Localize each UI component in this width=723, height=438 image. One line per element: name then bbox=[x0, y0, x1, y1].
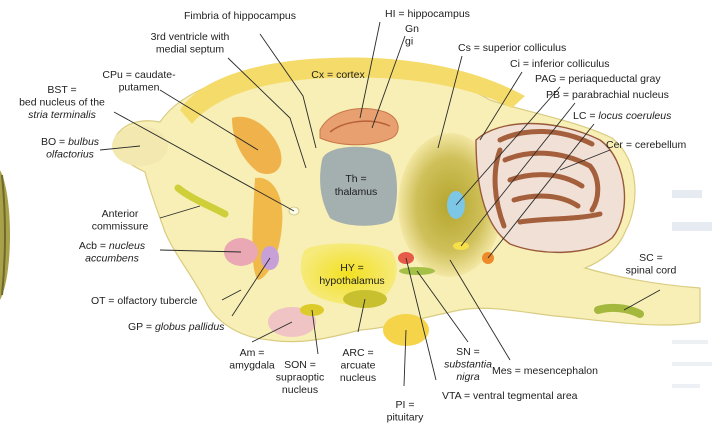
label-cs: Cs = superior colliculus bbox=[458, 42, 566, 54]
label-line: accumbens bbox=[85, 253, 139, 265]
label-pb: PB = parabrachial nucleus bbox=[546, 89, 669, 101]
label-cpu: CPu = caudate-putamen bbox=[102, 69, 176, 94]
label-vta: VTA = ventral tegmental area bbox=[442, 390, 578, 402]
label-line: gi bbox=[405, 36, 413, 48]
svg-text:Th =: Th = bbox=[345, 173, 366, 185]
cerebellum-region bbox=[476, 124, 625, 253]
label-line: bed nucleus of the bbox=[19, 97, 105, 109]
label-line: nucleus bbox=[282, 384, 318, 396]
label-line: 3rd ventricle with bbox=[151, 31, 230, 43]
label-line: PB = parabrachial nucleus bbox=[546, 89, 669, 101]
label-mes: Mes = mesencephalon bbox=[492, 365, 598, 377]
label-line: VTA = ventral tegmental area bbox=[442, 390, 578, 402]
adjacent-figure-edge bbox=[0, 165, 10, 305]
label-line: Anterior bbox=[102, 208, 139, 220]
label-line: SC = bbox=[639, 252, 663, 264]
label-line: stria terminalis bbox=[28, 109, 96, 121]
label-line: Cer = cerebellum bbox=[606, 139, 686, 151]
label-line: substantia bbox=[444, 359, 492, 371]
label-hi: HI = hippocampus bbox=[385, 8, 470, 20]
label-line: HI = hippocampus bbox=[385, 8, 470, 20]
label-line: Cs = superior colliculus bbox=[458, 42, 566, 54]
label-pi: PI =pituitary bbox=[387, 399, 425, 424]
label-line: commissure bbox=[92, 221, 149, 233]
label-line: PI = bbox=[396, 399, 415, 411]
label-line: ARC = bbox=[342, 347, 373, 359]
label-line: Mes = mesencephalon bbox=[492, 365, 598, 377]
label-line: Gn bbox=[405, 23, 419, 35]
label-line: olfactorius bbox=[46, 149, 95, 161]
label-line: amygdala bbox=[229, 360, 275, 372]
label-line: BO = bulbus bbox=[41, 136, 100, 148]
label-pag: PAG = periaqueductal gray bbox=[535, 73, 661, 85]
label-am: Am =amygdala bbox=[229, 347, 275, 372]
svg-text:HY =: HY = bbox=[340, 262, 363, 274]
svg-text:hypothalamus: hypothalamus bbox=[319, 275, 384, 287]
label-line: pituitary bbox=[387, 412, 425, 424]
label-line: Am = bbox=[240, 347, 265, 359]
label-line: Fimbria of hippocampus bbox=[184, 10, 296, 22]
label-line: OT = olfactory tubercle bbox=[91, 295, 197, 307]
label-line: supraoptic bbox=[276, 372, 324, 384]
label-line: Ci = inferior colliculus bbox=[510, 58, 610, 70]
label-line: BST = bbox=[47, 84, 76, 96]
label-anterior-commissure: Anteriorcommissure bbox=[92, 208, 149, 233]
label-line: SN = bbox=[456, 346, 480, 358]
label-line: GP = globus pallidus bbox=[128, 321, 225, 333]
label-line: putamen bbox=[119, 82, 160, 94]
cortex-label: Cx = cortex bbox=[311, 69, 365, 81]
label-line: medial septum bbox=[156, 44, 225, 56]
label-line: spinal cord bbox=[626, 265, 677, 277]
label-gp: GP = globus pallidus bbox=[128, 321, 225, 333]
label-line: arcuate bbox=[340, 360, 375, 372]
label-line: CPu = caudate- bbox=[102, 69, 176, 81]
label-sc: SC =spinal cord bbox=[626, 252, 677, 277]
label-cer: Cer = cerebellum bbox=[606, 139, 686, 151]
label-line: Acb = nucleus bbox=[79, 240, 146, 252]
label-ci: Ci = inferior colliculus bbox=[510, 58, 610, 70]
label-line: nigra bbox=[456, 371, 480, 383]
label-line: nucleus bbox=[340, 372, 376, 384]
label-line: PAG = periaqueductal gray bbox=[535, 73, 661, 85]
label-ot: OT = olfactory tubercle bbox=[91, 295, 197, 307]
label-line: SON = bbox=[284, 359, 316, 371]
label-fimbria: Fimbria of hippocampus bbox=[184, 10, 296, 22]
svg-text:thalamus: thalamus bbox=[335, 186, 378, 198]
label-line: LC = locus coeruleus bbox=[573, 110, 672, 122]
label-lc: LC = locus coeruleus bbox=[573, 110, 672, 122]
